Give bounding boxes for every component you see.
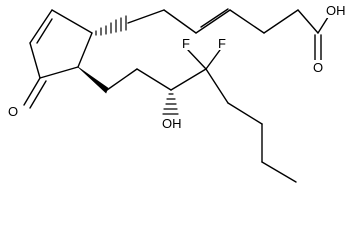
carboxyl-oxygen-label: O <box>313 60 323 75</box>
chain-bond-c7-c6 <box>127 9 165 24</box>
stereo-hashed-wedge-oh <box>162 93 179 115</box>
stereo-bold-wedge-lower <box>77 66 109 94</box>
chain-bond-c13-c14 <box>106 68 138 91</box>
fluorine-bond-left <box>187 49 207 70</box>
ring-bond-c9-c10 <box>29 9 53 44</box>
chain-bond-c14-c15 <box>136 68 172 91</box>
chemical-structure-diagram: OH O O OH F F <box>7 3 347 183</box>
omega-chain <box>77 49 297 183</box>
ring-bond-c11-c12 <box>39 66 79 79</box>
chain-bond-c4-c3 <box>229 9 265 34</box>
carboxyl-hydroxyl-label: OH <box>326 3 346 18</box>
fluorine-left-label: F <box>182 36 190 51</box>
chain-double-bond-c5-c4-inner <box>200 8 229 28</box>
fluorine-bond-right <box>205 49 221 70</box>
ring-double-bond-c9-c10-inner <box>36 18 53 44</box>
fluorine-right-label: F <box>218 36 226 51</box>
chain-double-bond-c5-c4 <box>195 9 231 34</box>
chain-bond-c6-c5 <box>163 9 197 34</box>
atom-labels: OH O O OH F F <box>7 3 347 131</box>
ketone-double-bond-b <box>29 80 47 109</box>
chain-bond-c15-c16 <box>170 68 207 91</box>
chain-bond-c19-c20 <box>261 161 297 183</box>
chain-bond-c16-c17 <box>205 68 229 104</box>
alpha-chain <box>95 8 331 61</box>
chain-bond-c17-c18 <box>227 102 263 125</box>
ketone-double-bond-a <box>23 77 41 106</box>
stereo-hashed-wedge-upper <box>95 15 127 36</box>
cyclopentenone-ring <box>23 9 93 109</box>
chain-bond-c3-c2 <box>263 9 299 34</box>
alcohol-hydroxyl-label: OH <box>162 116 182 131</box>
ring-bond-c12-c8 <box>77 32 93 68</box>
ring-bond-c8-c9 <box>51 9 93 34</box>
ring-bond-c10-c11 <box>29 42 41 79</box>
chain-bond-c2-c1 <box>297 9 319 34</box>
ketone-oxygen-label: O <box>8 104 18 119</box>
